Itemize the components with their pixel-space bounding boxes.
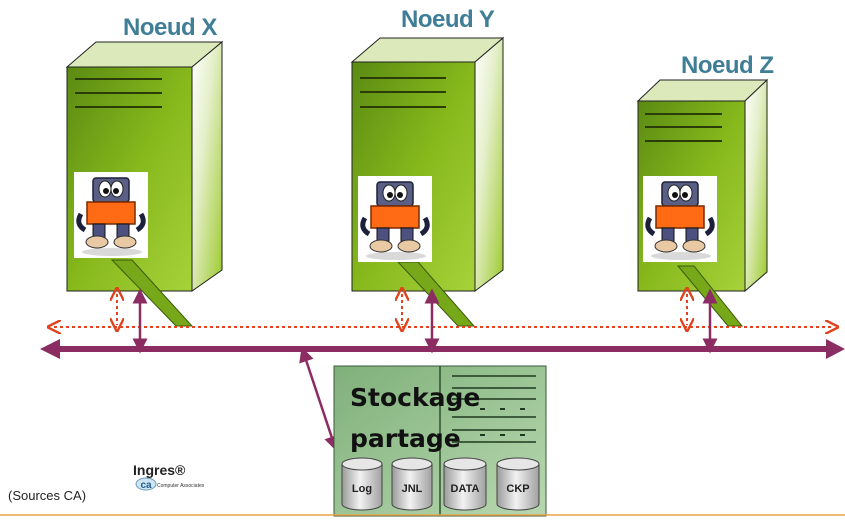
disk-label: Log [352, 483, 372, 495]
source-note: (Sources CA) [8, 488, 87, 503]
robot-icon [643, 176, 717, 262]
server-x [65, 40, 224, 327]
storage-title-line2: partage [350, 424, 461, 453]
ingres-logo: Ingres® [133, 462, 186, 478]
svg-text:ca: ca [140, 480, 152, 491]
disk-log: Log [341, 457, 383, 511]
server-z [636, 78, 769, 327]
disk-ckp: CKP [496, 457, 540, 511]
robot-icon [74, 172, 148, 258]
disk-label: DATA [451, 483, 480, 495]
disk-jnl: JNL [391, 457, 433, 511]
ca-logo-text: Computer Associates [157, 483, 205, 489]
disk-data: DATA [443, 457, 487, 511]
node-z-title: Noeud Z [681, 52, 774, 79]
node-y-title: Noeud Y [401, 6, 495, 33]
heartbeat-network [54, 294, 832, 327]
storage-title-line1: Stockage [350, 383, 481, 412]
shared-bus [40, 288, 845, 452]
node-x-title: Noeud X [123, 14, 217, 41]
server-y [350, 36, 505, 327]
disk-label: CKP [506, 483, 529, 495]
shared-storage: Log JNL DATA CKP [333, 365, 547, 517]
ca-logo-icon: ca [135, 477, 157, 491]
robot-icon [358, 176, 432, 262]
disk-label: JNL [402, 483, 423, 495]
